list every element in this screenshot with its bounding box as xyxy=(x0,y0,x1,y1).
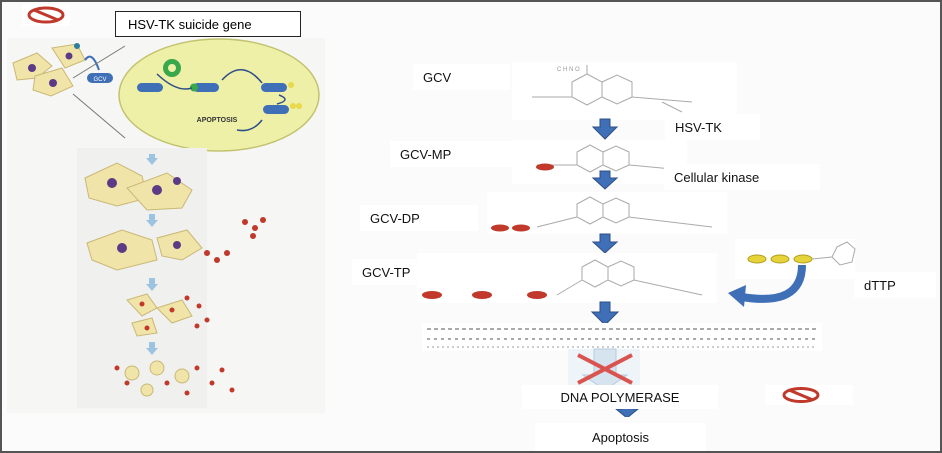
pathway-graphics: C H N O xyxy=(417,62,856,417)
prohibition-icon-2 xyxy=(765,385,853,405)
gcv-tp-molecule xyxy=(556,259,703,296)
cell-cluster-4 xyxy=(126,293,210,337)
label-dttp: dTTP xyxy=(854,272,936,298)
dna-strand xyxy=(427,328,817,348)
cell-process-illustration: GCV APOPTOSIS xyxy=(7,38,325,413)
label-apoptosis: Apoptosis xyxy=(535,423,706,451)
cell-cluster-2 xyxy=(84,162,193,211)
title-box: HSV-TK suicide gene xyxy=(115,11,301,37)
gcv-pill-text: GCV xyxy=(93,77,106,83)
cell-cluster-5 xyxy=(114,360,235,397)
label-gcv-mp: GCV-MP xyxy=(390,141,512,167)
curved-arrow-dttp xyxy=(741,264,806,303)
svg-text:C H N O: C H N O xyxy=(557,67,580,73)
apoptosis-caption: APOPTOSIS xyxy=(197,117,238,124)
label-gcv-tp: GCV-TP xyxy=(352,259,450,285)
label-gcv-dp: GCV-DP xyxy=(360,205,478,231)
label-hsv-tk: HSV-TK xyxy=(665,114,760,140)
arrow-dp-to-tp xyxy=(591,233,619,254)
prohibition-icon xyxy=(22,4,70,26)
top-cell-cluster xyxy=(12,43,86,97)
gcv-dp-molecule xyxy=(536,196,713,228)
label-gcv: GCV xyxy=(413,64,510,90)
title-text: HSV-TK suicide gene xyxy=(128,16,252,32)
label-cellular-kinase: Cellular kinase xyxy=(664,164,820,190)
gcv-molecule xyxy=(532,65,693,113)
arrow-tp-to-dna xyxy=(590,301,620,326)
arrow-gcv-to-mp xyxy=(591,118,619,140)
arrow-mp-to-dp xyxy=(591,170,619,190)
label-dna-polymerase: DNA POLYMERASE xyxy=(522,385,718,409)
cell-cluster-3 xyxy=(86,217,266,271)
block-x-2 xyxy=(577,353,633,385)
